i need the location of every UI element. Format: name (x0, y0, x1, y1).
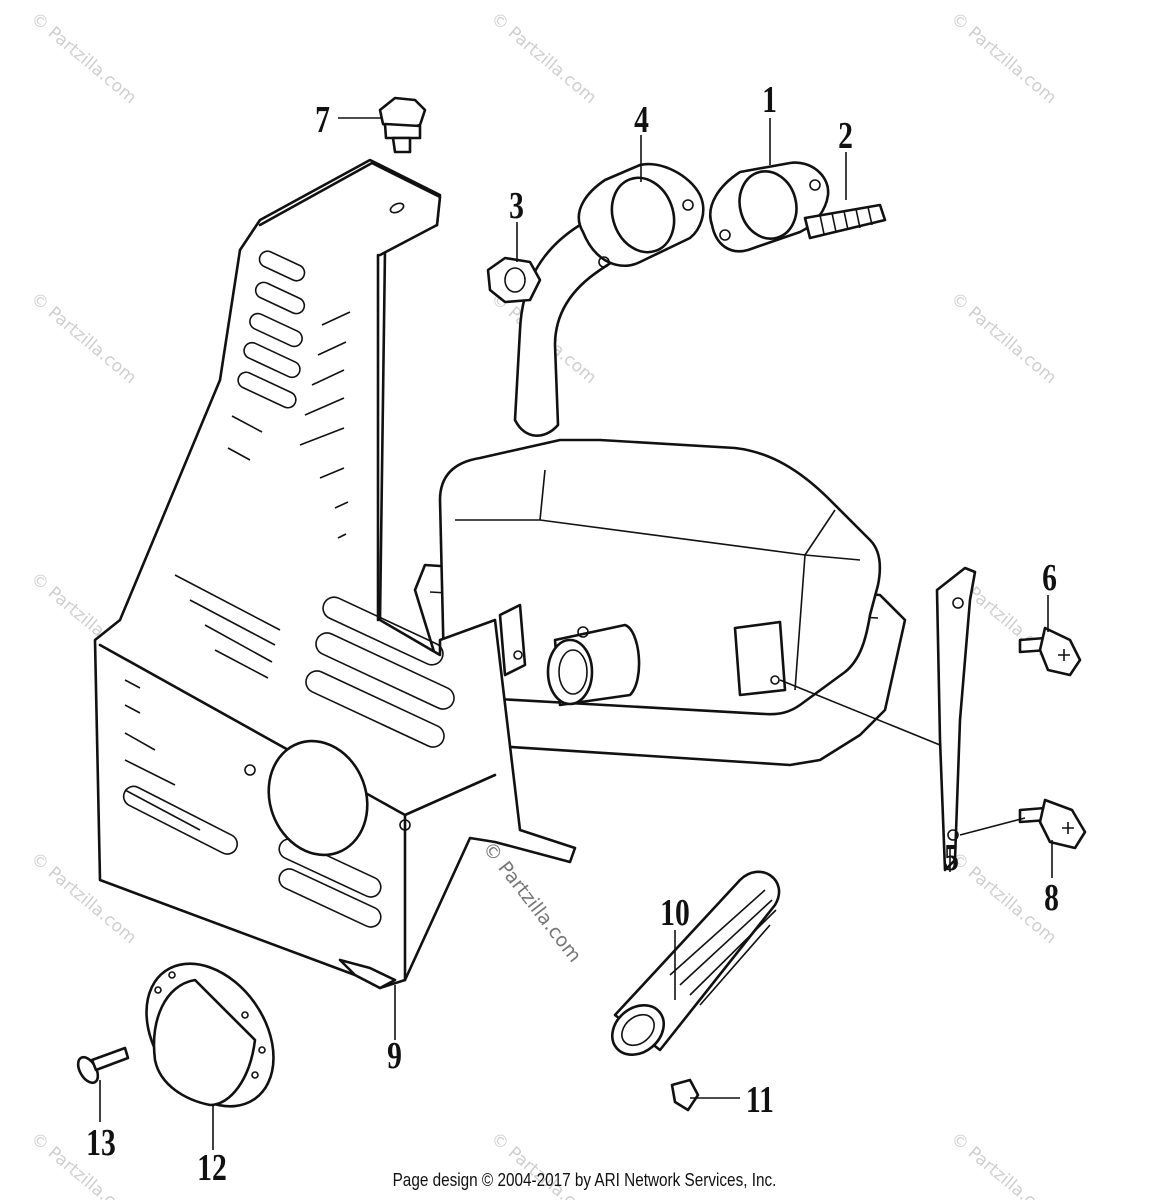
screw-13 (76, 1046, 130, 1085)
bolt-7 (378, 96, 427, 154)
watermark-text: © Partzilla.com (27, 9, 140, 109)
callout-8: 8 (1044, 878, 1059, 919)
watermark-text: © Partzilla.com (27, 289, 140, 389)
watermark-text: © Partzilla.com (487, 9, 600, 109)
callout-2: 2 (838, 116, 853, 157)
heat-shield (93, 158, 577, 990)
spark-arrestor-screen (611, 870, 781, 1056)
callout-10: 10 (660, 893, 690, 934)
muffler-body (413, 162, 907, 767)
watermark-text: © Partzilla.com (947, 849, 1060, 949)
screw-11 (670, 1078, 700, 1112)
callout-6: 6 (1042, 558, 1057, 599)
flange-nut (486, 256, 542, 304)
bolt-8 (1018, 798, 1087, 850)
callout-1: 1 (762, 80, 777, 121)
bolt-6 (1018, 626, 1082, 677)
exhaust-stud (803, 203, 887, 240)
mounting-bracket (935, 566, 977, 872)
watermark-text: © Partzilla.com (947, 289, 1060, 389)
end-cap (145, 962, 275, 1108)
callout-labels: 1 2 3 4 5 6 7 8 9 10 11 12 13 (86, 80, 1059, 1189)
callout-7: 7 (315, 100, 330, 141)
callout-13: 13 (86, 1123, 116, 1164)
callout-5: 5 (944, 838, 959, 879)
watermark-text: © Partzilla.com (947, 9, 1060, 109)
callout-11: 11 (746, 1080, 774, 1121)
callout-9: 9 (387, 1036, 402, 1077)
callout-4: 4 (634, 100, 649, 141)
callout-12: 12 (197, 1148, 227, 1189)
page-footer: Page design © 2004-2017 by ARI Network S… (392, 1170, 777, 1190)
leader-lines (99, 117, 1053, 1150)
exhaust-gasket (709, 161, 830, 253)
callout-3: 3 (509, 186, 524, 227)
